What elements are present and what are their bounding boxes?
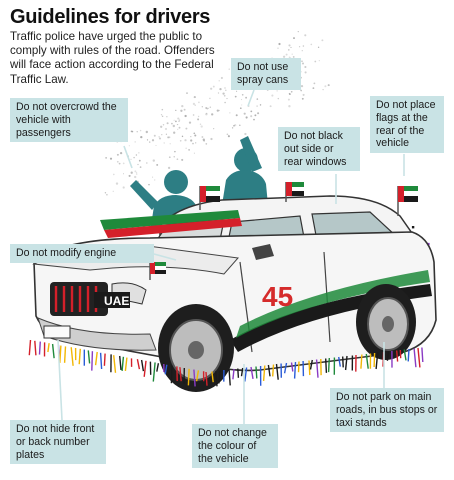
car-flags [149,182,418,280]
callout-engine: Do not modify engine [10,244,154,263]
callout-park: Do not park on main roads, in bus stops … [330,388,444,433]
front-wheel [158,304,234,392]
door-number: 45 [262,281,293,312]
callout-black-out: Do not black out side or rear windows [278,127,360,172]
decorative-fringe [28,339,424,387]
callout-pointers [57,89,405,424]
front-number-plate [43,325,71,339]
page-title: Guidelines for drivers [10,6,211,28]
callout-plates: Do not hide front or back number plates [10,420,106,465]
suv: 45 UAE [28,182,437,392]
intro-text: Traffic police have urged the public to … [10,30,215,86]
rear-wheel [356,284,416,360]
callout-spray: Do not use spray cans [231,58,301,90]
callout-colour: Do not change the colour of the vehicle [192,424,278,469]
hood-uae-text: UAE [104,294,129,308]
callout-overcrowd: Do not overcrowd the vehicle with passen… [10,98,128,143]
callout-flags: Do not place flags at the rear of the ve… [370,96,444,154]
